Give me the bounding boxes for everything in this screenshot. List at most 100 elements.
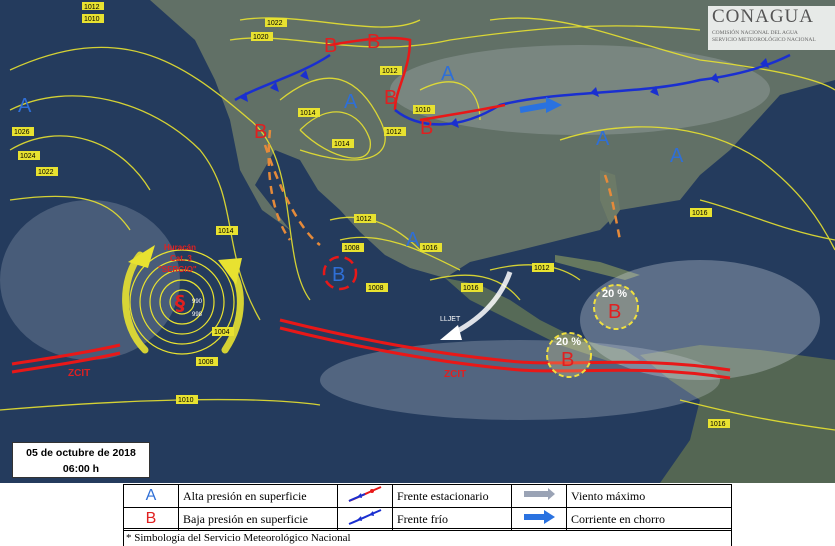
cloud-west (0, 200, 180, 360)
high-pressure-symbol: A (145, 487, 157, 504)
isobars (0, 17, 835, 431)
hurricane-pressure-1: 990 (192, 299, 203, 305)
date-box: 05 de octubre de 2018 06:00 h (12, 442, 150, 478)
isobar-label: 1012 (356, 216, 372, 223)
low-pressure-symbol: B (145, 510, 157, 527)
high-plains: A (441, 63, 455, 85)
high-rockies: A (344, 91, 358, 113)
lljet-arrow-head (440, 325, 462, 340)
high-central-mexico: A (406, 229, 420, 251)
prob-circle-east (593, 284, 639, 330)
isobar-label: 1026 (14, 129, 30, 136)
jet-stream-icon (524, 510, 555, 524)
stationary-front-mid (419, 103, 506, 122)
isobar-labels: 1010 1012 1022 1020 1026 1024 1022 1014 … (12, 2, 730, 428)
isobar-label: 1004 (214, 329, 230, 336)
legend-label-high: Alta presión en superficie (178, 484, 338, 508)
low-texas-1: B (384, 87, 397, 109)
stationary-front-north (329, 36, 412, 111)
hurricane-labels: Huracán Cat. 3 "SERGIO" (158, 243, 197, 274)
zcit-label-central: ZCIT (444, 369, 466, 380)
prob-circle-central (546, 332, 592, 378)
isobar-label: 1010 (415, 107, 431, 114)
low-northwest-1: B (324, 35, 337, 57)
isobar-label: 1008 (344, 245, 360, 252)
max-wind-icon (524, 488, 555, 500)
hurricane-arrow-head-2 (218, 258, 242, 285)
weather-map: § 20 % 20 % A A A A (0, 0, 835, 483)
cold-front-teeth (240, 58, 769, 128)
legend-symbol-low: B (123, 507, 179, 531)
legend-label-low: Baja presión en superficie (178, 507, 338, 531)
isobar-label: 1008 (198, 359, 214, 366)
isobar-label: 1010 (178, 397, 194, 404)
legend-note-cell (123, 528, 732, 546)
brand-subtitle-line1: COMISIÓN NACIONAL DEL AGUA (712, 30, 798, 36)
isobar-label: 1022 (38, 169, 54, 176)
isobar-label: 1012 (84, 4, 100, 11)
legend-symbol-cold-front (337, 507, 393, 531)
legend-row-low: B Baja presión en superficie Frente frío… (123, 507, 732, 531)
legend-label-jet-stream: Corriente en chorro (566, 507, 732, 531)
legend-symbol-jet-stream (511, 507, 567, 531)
legend-symbol-max-wind (511, 484, 567, 508)
low-pacific-mexico: B (332, 264, 345, 286)
isobar-label: 1016 (710, 421, 726, 428)
high-southeast-us-1: A (596, 128, 610, 150)
low-central-america: B (561, 349, 574, 371)
legend-label-cold-front: Frente frío (392, 507, 512, 531)
hurricane-pressures: 990 998 (192, 299, 203, 318)
isobar-label: 1020 (253, 34, 269, 41)
brand-subtitle: COMISIÓN NACIONAL DEL AGUA SERVICIO METE… (712, 30, 816, 44)
low-northwest-2: B (367, 31, 380, 53)
cuba-land (555, 255, 640, 280)
isobar-label: 1016 (422, 245, 438, 252)
hurricane-symbol: § (175, 291, 185, 315)
isobar-label: 1014 (300, 110, 316, 117)
jet-stream-arrow (519, 102, 549, 113)
jet-stream-arrow-head (546, 97, 562, 113)
hurricane-arrow-head-1 (128, 245, 155, 268)
isobar-label: 1010 (84, 16, 100, 23)
pressure-centers: A A A A A A B B B B B B B B (18, 31, 684, 371)
high-west-pacific: A (18, 95, 32, 117)
isobar-label: 1012 (386, 129, 402, 136)
cloud-caribbean (580, 260, 820, 380)
legend-symbol-high: A (123, 484, 179, 508)
isobar-label: 1016 (692, 210, 708, 217)
legend-symbol-stationary-front (337, 484, 393, 508)
low-baja: B (254, 121, 267, 143)
legend-table: A Alta presión en superficie Frente esta… (123, 484, 732, 531)
low-circulation-pacific (322, 255, 358, 291)
legend-label-stationary-front: Frente estacionario (392, 484, 512, 508)
cold-front-icon (348, 509, 382, 525)
time-text: 06:00 h (62, 463, 100, 475)
isobar-label: 1014 (218, 228, 234, 235)
hurricane-category: Cat. 3 (170, 254, 192, 263)
troughs (263, 129, 622, 246)
isobar-label: 1024 (20, 153, 36, 160)
itcz-lines (11, 318, 731, 380)
cloud-north (390, 45, 770, 135)
isobar-label: 1008 (368, 285, 384, 292)
conagua-logo: CONAGUA COMISIÓN NACIONAL DEL AGUA SERVI… (708, 6, 835, 50)
hurricane-isobars (129, 249, 235, 355)
cloud-pacific-east (320, 340, 720, 420)
date-text: 05 de octubre de 2018 (26, 447, 136, 459)
isobar-label: 1022 (267, 20, 283, 27)
zcit-label-west: ZCIT (68, 368, 90, 379)
prob-label-east: 20 % (602, 288, 627, 300)
north-america-land (150, 0, 835, 278)
hurricane-type: Huracán (164, 243, 196, 252)
isobar-label: 1016 (463, 285, 479, 292)
low-texas-2: B (420, 117, 433, 139)
legend-label-max-wind: Viento máximo (566, 484, 732, 508)
stationary-front-icon (348, 486, 382, 502)
high-southeast-us-2: A (670, 145, 684, 167)
isobar-label: 1012 (382, 68, 398, 75)
legend-note: * Simbología del Servicio Meteorológico … (126, 532, 351, 544)
isobar-label: 1014 (334, 141, 350, 148)
legend-row-high: A Alta presión en superficie Frente esta… (123, 484, 732, 508)
isobar-label: 1012 (534, 265, 550, 272)
florida-land (600, 170, 620, 225)
